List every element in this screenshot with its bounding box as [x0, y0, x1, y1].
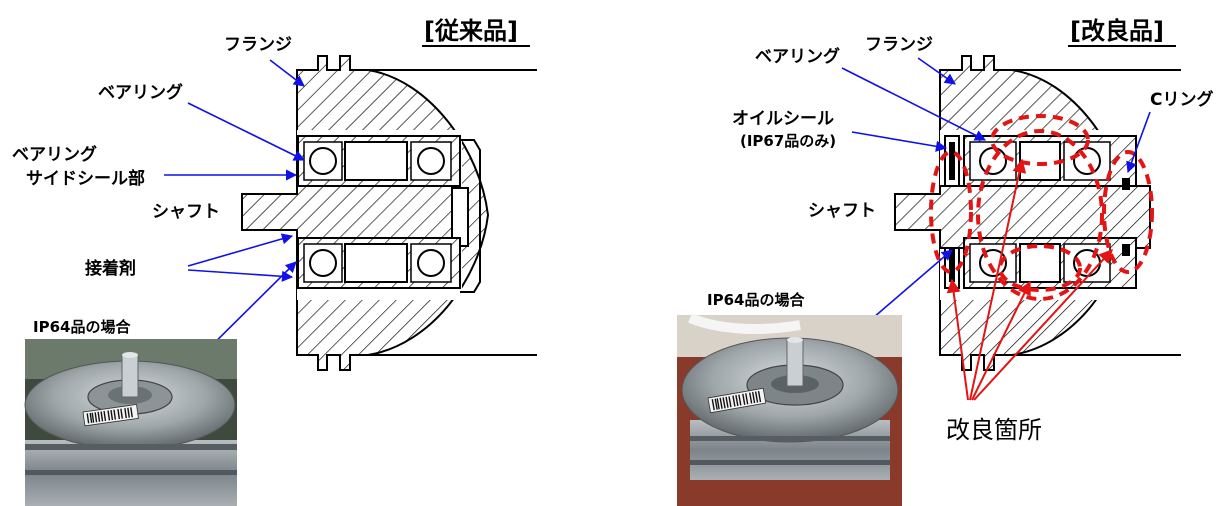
improvement-highlights [929, 114, 1154, 301]
label-bearing-right: ベアリング [755, 46, 840, 67]
c-ring-lower [1122, 244, 1130, 256]
label-oil-seal-line2: (IP67品のみ) [740, 132, 836, 150]
label-adhesive: 接着剤 [85, 258, 136, 279]
rear-cover-left [460, 139, 481, 293]
label-flange-right: フランジ [865, 35, 933, 55]
label-shaft-right: シャフト [808, 201, 876, 221]
label-side-seal-line2: サイドシール部 [26, 168, 145, 189]
c-ring-upper [1122, 178, 1130, 190]
improved-section: [改良品] ベアリング フランジ Cリング オイルシール (IP67品のみ) シ… [677, 17, 1213, 506]
label-side-seal-line1: ベアリング [12, 144, 97, 165]
photo-ip64-conventional [24, 339, 237, 506]
title-conventional: [従来品] [424, 17, 518, 45]
label-flange-left: フランジ [224, 35, 292, 55]
shaft-right [894, 185, 1151, 249]
photo-caption-left: IP64品の場合 [33, 318, 131, 336]
label-improved-points: 改良箇所 [946, 416, 1042, 444]
label-c-ring: Cリング [1150, 89, 1213, 110]
label-oil-seal-line1: オイルシール [732, 109, 834, 129]
title-improved: [改良品] [1070, 17, 1164, 45]
label-bearing-left: ベアリング [98, 82, 183, 103]
improvement-arrows [946, 158, 1113, 401]
label-shaft-left: シャフト [152, 202, 220, 222]
photo-ip64-improved [677, 313, 902, 506]
photo-caption-right: IP64品の場合 [707, 291, 805, 309]
conventional-section: [従来品] フランジ ベアリング ベアリング サイドシール部 シャフト 接着剤 … [12, 17, 537, 506]
